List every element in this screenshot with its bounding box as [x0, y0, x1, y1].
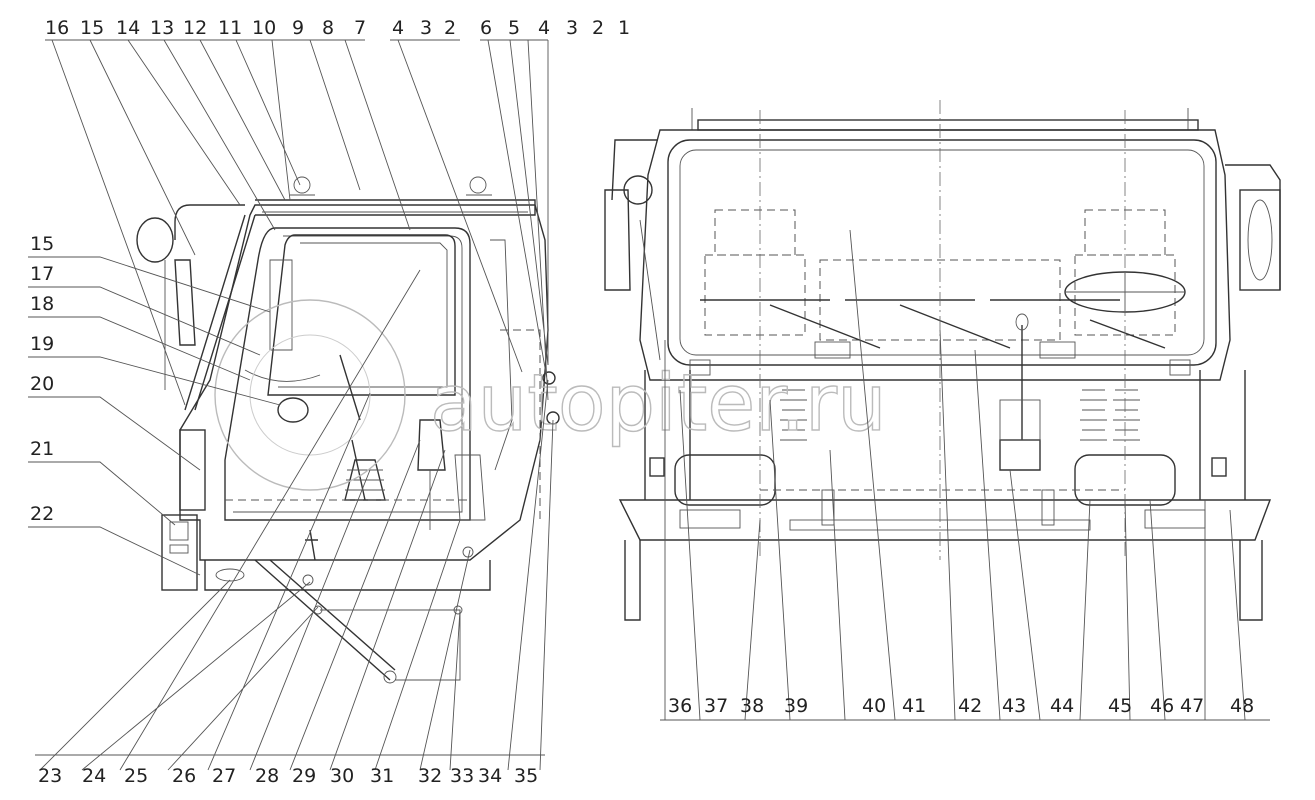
callout: 15	[30, 233, 54, 255]
callout: 2	[592, 17, 604, 39]
callout: 2	[444, 17, 456, 39]
callout: 29	[292, 765, 316, 787]
callout: 14	[116, 17, 140, 39]
side-view	[136, 176, 560, 684]
callout: 48	[1230, 695, 1254, 717]
watermark: autopiter.ru	[214, 299, 887, 491]
callout: 18	[30, 293, 54, 315]
callout: 46	[1150, 695, 1174, 717]
callout: 32	[418, 765, 442, 787]
callout: 41	[902, 695, 926, 717]
callout: 26	[172, 765, 196, 787]
callout: 11	[218, 17, 242, 39]
callout: 12	[183, 17, 207, 39]
callouts-bottom-left: 23 24 25 26 27 28 29 30 31 32 33 34 35	[38, 765, 538, 787]
callout: 21	[30, 438, 54, 460]
callout: 31	[370, 765, 394, 787]
callout: 6	[480, 17, 492, 39]
callout: 20	[30, 373, 54, 395]
callout: 27	[212, 765, 236, 787]
callout: 8	[322, 17, 334, 39]
callout: 9	[292, 17, 304, 39]
callout: 4	[538, 17, 550, 39]
callout: 19	[30, 333, 54, 355]
callout: 44	[1050, 695, 1074, 717]
callout: 34	[478, 765, 502, 787]
callout: 37	[704, 695, 728, 717]
callout: 33	[450, 765, 474, 787]
callout: 39	[784, 695, 808, 717]
callout: 23	[38, 765, 62, 787]
callout: 3	[420, 17, 432, 39]
watermark-text: autopiter.ru	[430, 359, 887, 449]
callout: 22	[30, 503, 54, 525]
callout: 4	[392, 17, 404, 39]
callout: 40	[862, 695, 886, 717]
callout: 36	[668, 695, 692, 717]
callouts-bottom-right: 36 37 38 39 40 41 42 43 44 45 46 47 48	[668, 695, 1254, 717]
callout: 1	[618, 17, 630, 39]
callout: 35	[514, 765, 538, 787]
callout: 47	[1180, 695, 1204, 717]
callout: 13	[150, 17, 174, 39]
callout: 5	[508, 17, 520, 39]
callout: 24	[82, 765, 106, 787]
callout: 45	[1108, 695, 1132, 717]
front-view	[604, 100, 1281, 621]
callout: 43	[1002, 695, 1026, 717]
callouts-top: 16 15 14 13 12 11 10 9 8 7 4 3 2 6 5 4 3…	[45, 17, 630, 39]
callout: 15	[80, 17, 104, 39]
callout: 10	[252, 17, 276, 39]
callout: 7	[354, 17, 366, 39]
callout: 42	[958, 695, 982, 717]
callout: 3	[566, 17, 578, 39]
callouts-left: 15 17 18 19 20 21 22	[30, 233, 54, 525]
callout: 25	[124, 765, 148, 787]
leader-lines	[28, 39, 1270, 771]
callout: 38	[740, 695, 764, 717]
callout: 30	[330, 765, 354, 787]
callout: 16	[45, 17, 69, 39]
callout: 28	[255, 765, 279, 787]
callout: 17	[30, 263, 54, 285]
